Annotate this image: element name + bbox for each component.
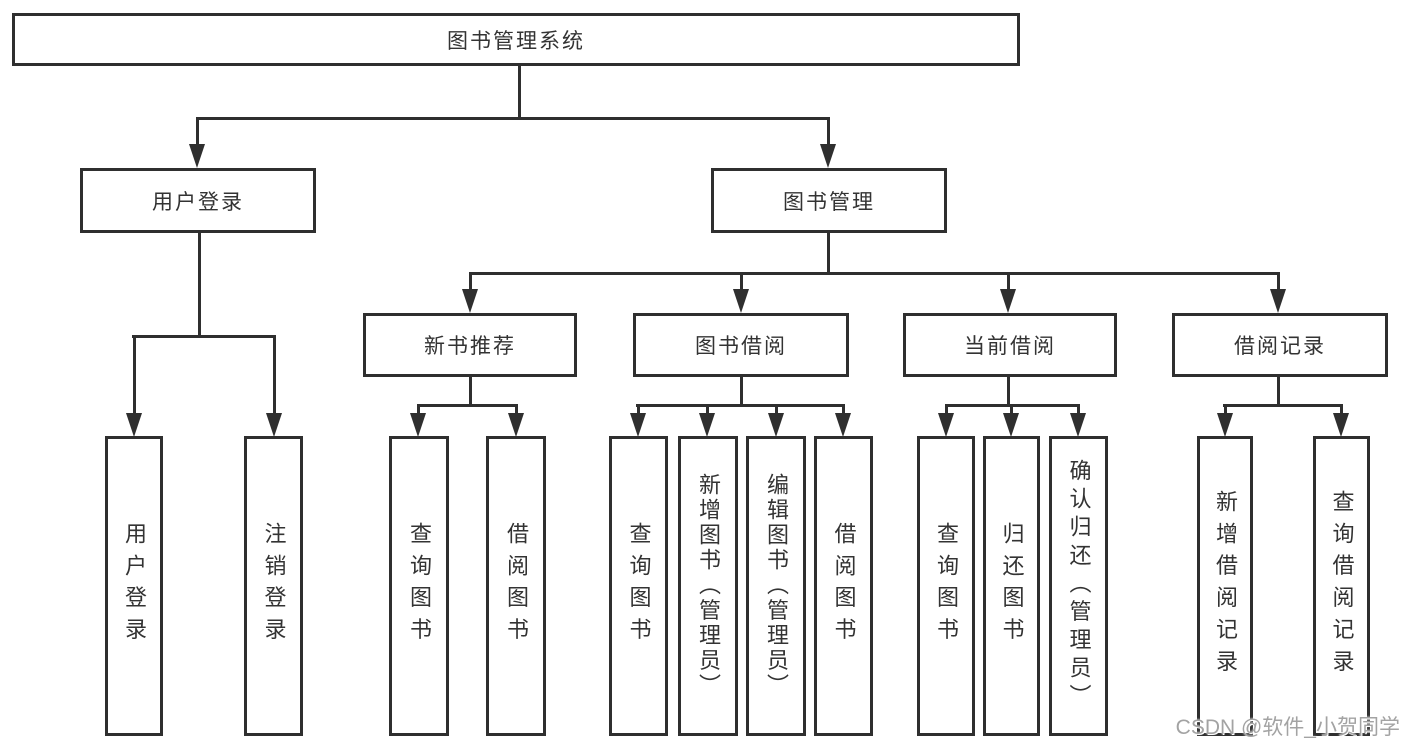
node-label: 新书推荐 — [424, 335, 516, 358]
node-root-label: 图书管理系统 — [447, 29, 585, 53]
arrowhead-icon — [630, 404, 646, 437]
arrowhead-icon — [189, 117, 205, 168]
connector-line — [827, 233, 830, 275]
connector-line — [1277, 377, 1280, 406]
leaf-label: 查询图书 — [934, 522, 959, 650]
arrowhead-icon — [126, 335, 142, 437]
leaf-label: 确认归还（管理员） — [1066, 459, 1092, 713]
node-label: 用户登录 — [152, 190, 244, 214]
leaf-add-book-admin: 新增图书（管理员） — [678, 436, 738, 736]
node-user-login: 用户登录 — [80, 168, 316, 233]
arrowhead-icon — [1270, 272, 1286, 313]
leaf-edit-book-admin: 编辑图书（管理员） — [746, 436, 806, 736]
leaf-label: 用户登录 — [122, 522, 147, 650]
arrowhead-icon — [1070, 404, 1086, 437]
leaf-label: 编辑图书（管理员） — [764, 473, 789, 699]
leaf-query-books-3: 查询图书 — [917, 436, 975, 736]
leaf-label: 查询图书 — [626, 522, 652, 650]
arrowhead-icon — [820, 117, 836, 168]
arrowhead-icon — [768, 404, 784, 437]
leaf-logout-login: 注销登录 — [244, 436, 303, 736]
leaf-label: 归还图书 — [999, 522, 1025, 650]
connector-line — [197, 117, 830, 120]
leaf-add-borrow-record: 新增借阅记录 — [1197, 436, 1253, 736]
leaf-label: 新增借阅记录 — [1213, 490, 1238, 682]
leaf-user-login: 用户登录 — [105, 436, 163, 736]
leaf-query-books-1: 查询图书 — [389, 436, 449, 736]
connector-line — [518, 66, 521, 120]
arrowhead-icon — [410, 404, 426, 437]
node-book-borrowing: 图书借阅 — [633, 313, 849, 377]
connector-line — [469, 377, 472, 406]
arrowhead-icon — [462, 272, 478, 313]
leaf-label: 借阅图书 — [504, 522, 529, 650]
leaf-label: 查询图书 — [407, 522, 432, 650]
arrowhead-icon — [266, 335, 282, 437]
connector-line — [469, 272, 1279, 275]
node-book-management: 图书管理 — [711, 168, 947, 233]
leaf-label: 查询借阅记录 — [1329, 490, 1355, 682]
node-current-borrowing: 当前借阅 — [903, 313, 1117, 377]
leaf-label: 借阅图书 — [831, 522, 857, 650]
node-root: 图书管理系统 — [12, 13, 1020, 66]
leaf-query-books-2: 查询图书 — [609, 436, 668, 736]
watermark: CSDN @软件_小贺同学 — [1175, 716, 1400, 739]
leaf-label: 注销登录 — [261, 522, 287, 650]
node-label: 借阅记录 — [1234, 335, 1326, 358]
leaf-label: 新增图书（管理员） — [696, 473, 721, 699]
node-label: 图书借阅 — [695, 335, 787, 358]
node-new-book-recommend: 新书推荐 — [363, 313, 577, 377]
connector-line — [132, 335, 276, 338]
connector-line — [1223, 404, 1343, 407]
arrowhead-icon — [1003, 404, 1019, 437]
node-borrowing-records: 借阅记录 — [1172, 313, 1388, 377]
arrowhead-icon — [1000, 272, 1016, 313]
connector-line — [636, 404, 845, 407]
arrowhead-icon — [835, 404, 851, 437]
connector-line — [417, 404, 518, 407]
arrowhead-icon — [508, 404, 524, 437]
arrowhead-icon — [1217, 404, 1233, 437]
leaf-confirm-return-admin: 确认归还（管理员） — [1049, 436, 1108, 736]
arrowhead-icon — [699, 404, 715, 437]
connector-line — [1007, 377, 1010, 406]
connector-line — [740, 377, 743, 406]
node-label: 当前借阅 — [964, 335, 1056, 358]
arrowhead-icon — [1333, 404, 1349, 437]
arrowhead-icon — [733, 272, 749, 313]
leaf-return-book: 归还图书 — [983, 436, 1040, 736]
leaf-borrow-books-1: 借阅图书 — [486, 436, 546, 736]
connector-line — [198, 233, 201, 337]
leaf-query-borrow-record: 查询借阅记录 — [1313, 436, 1370, 736]
leaf-borrow-books-2: 借阅图书 — [814, 436, 873, 736]
node-label: 图书管理 — [783, 190, 875, 214]
connector-line — [945, 404, 1080, 407]
arrowhead-icon — [938, 404, 954, 437]
